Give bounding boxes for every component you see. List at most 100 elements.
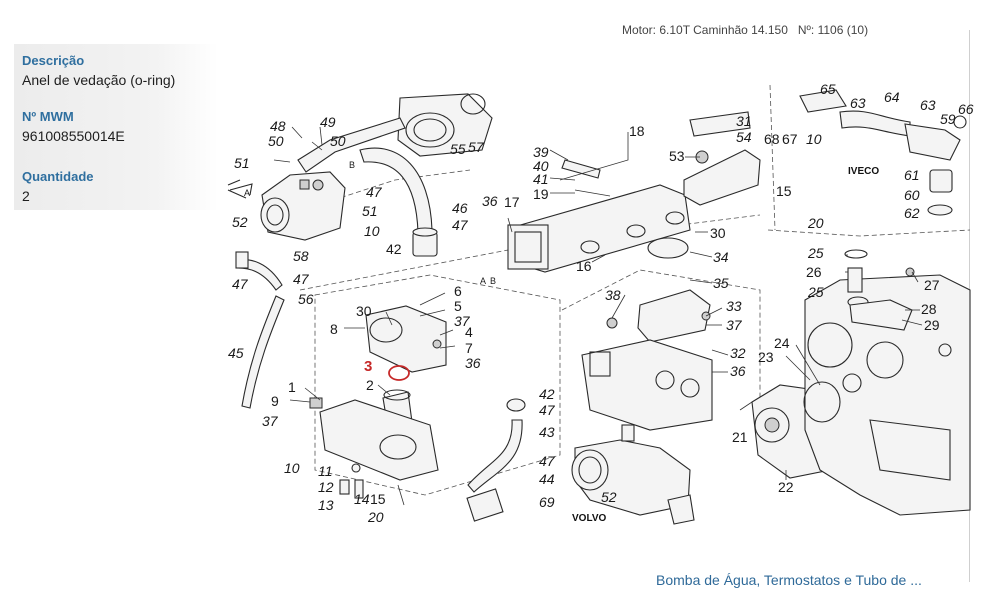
- cover: [683, 149, 761, 206]
- part-label: 2: [366, 377, 374, 393]
- part-label: 59: [940, 111, 956, 127]
- part-label: 45: [228, 345, 244, 361]
- part-label: 34: [713, 249, 729, 265]
- part-label: 69: [539, 494, 555, 510]
- part-label: 31: [736, 113, 752, 129]
- part-label: 65: [820, 81, 836, 97]
- part-label: 25: [807, 245, 824, 261]
- part-label: 66: [958, 101, 974, 117]
- part-label: 37: [454, 313, 471, 329]
- part-label: 4: [465, 324, 473, 340]
- group-line: [769, 84, 776, 231]
- o-ring-highlighted: [388, 365, 410, 381]
- part-label: 39: [533, 144, 549, 160]
- quantidade-label: Quantidade: [22, 169, 94, 184]
- part-label: 52: [232, 214, 248, 230]
- view-letter: A: [480, 276, 486, 286]
- o-ring: [842, 373, 862, 393]
- bolt: [561, 159, 601, 179]
- part-label: 10: [364, 223, 380, 239]
- stud: [574, 189, 611, 197]
- part-label: 55: [450, 141, 466, 157]
- part-label: 19: [533, 186, 549, 202]
- part-label: 13: [318, 497, 334, 513]
- part-label: 50: [268, 133, 284, 149]
- part-label: 26: [806, 264, 822, 280]
- thermostat-housing-center: [365, 305, 447, 373]
- thermostat-housing-top: [260, 171, 346, 241]
- motor-info: Motor: 6.10T Caminhão 14.150 Nº: 1106 (1…: [622, 23, 869, 37]
- manifold: [507, 184, 691, 273]
- part-label: 67: [782, 131, 798, 147]
- view-arrow-a: [227, 179, 253, 199]
- part-label: 36: [730, 363, 746, 379]
- part-label: 23: [758, 349, 774, 365]
- bolt: [905, 267, 915, 277]
- part-label: 27: [924, 277, 940, 293]
- view-letter: B: [349, 160, 355, 170]
- part-label: 24: [774, 335, 790, 351]
- elbow: [849, 299, 913, 331]
- part-label: 47: [539, 402, 556, 418]
- part-label: 9: [271, 393, 279, 409]
- part-label: 10: [284, 460, 300, 476]
- mwm-value: 961008550014E: [22, 128, 125, 144]
- part-label: 38: [605, 287, 621, 303]
- part-label: 44: [539, 471, 555, 487]
- part-label: 20: [367, 509, 384, 525]
- small-fittings: [339, 463, 405, 506]
- hose: [467, 419, 523, 493]
- group-line: [561, 269, 761, 455]
- part-label: 35: [713, 275, 729, 291]
- thermostat-base: [309, 397, 439, 481]
- tube: [689, 111, 751, 137]
- manifold-lower: [581, 339, 713, 431]
- part-label: 18: [629, 123, 645, 139]
- part-label: 54: [736, 129, 752, 145]
- part-label: 17: [504, 194, 520, 210]
- part-label: 60: [904, 187, 920, 203]
- part-label: 8: [330, 321, 338, 337]
- thermostat-block-right: [606, 237, 711, 343]
- part-label: 42: [539, 386, 555, 402]
- part-label: 58: [293, 248, 309, 264]
- part-label: 50: [330, 133, 346, 149]
- iveco-pipes: [799, 89, 967, 216]
- gasket: [803, 381, 841, 423]
- part-label: 61: [904, 167, 920, 183]
- part-label: 63: [920, 97, 936, 113]
- part-label: 56: [298, 291, 314, 307]
- part-label: 57: [468, 139, 485, 155]
- part-label: 33: [726, 298, 742, 314]
- pipe-stub: [847, 267, 863, 293]
- part-label: 42: [386, 241, 402, 257]
- clamp: [235, 251, 249, 269]
- o-ring: [844, 249, 868, 259]
- highlighted-part-label: 3: [364, 358, 372, 375]
- part-label: 29: [924, 317, 940, 333]
- part-label: 63: [850, 95, 866, 111]
- cap: [506, 398, 526, 412]
- brand-iveco: IVECO: [848, 166, 879, 177]
- part-label: 37: [726, 317, 743, 333]
- pipe: [297, 117, 406, 173]
- part-label: 1: [288, 379, 296, 395]
- hose: [241, 295, 285, 409]
- volvo-housing: [571, 424, 695, 525]
- clamp-ring: [412, 227, 438, 237]
- part-label: 47: [293, 271, 310, 287]
- part-label: 47: [452, 217, 469, 233]
- part-label: 6: [454, 283, 462, 299]
- part-label: 32: [730, 345, 746, 361]
- part-label: 49: [320, 114, 336, 130]
- part-label: 51: [234, 155, 250, 171]
- part-label: 20: [807, 215, 824, 231]
- quantidade-value: 2: [22, 188, 30, 204]
- diagram-caption-link[interactable]: Bomba de Água, Termostatos e Tubo de ...: [656, 572, 922, 588]
- part-label: 47: [366, 184, 383, 200]
- part-label: 51: [362, 203, 378, 219]
- part-label: 21: [732, 429, 748, 445]
- descricao-label: Descrição: [22, 53, 85, 68]
- group-line: [314, 274, 561, 496]
- part-label: 11: [318, 463, 333, 479]
